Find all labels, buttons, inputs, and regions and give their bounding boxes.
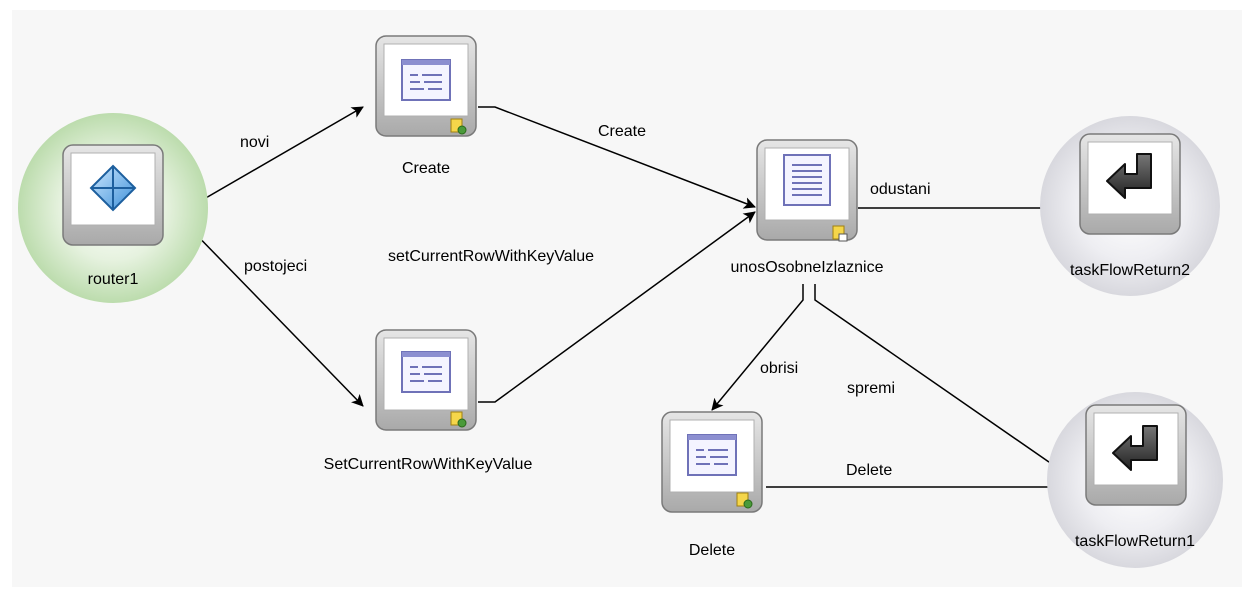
node-unos[interactable]: unosOsobneIzlaznice [731,139,884,276]
edge-label-odustani: odustani [870,181,931,198]
node-label-task-flow-return1: taskFlowReturn1 [1075,533,1195,550]
badge-icon [832,225,848,242]
edge-label-obrisi: obrisi [760,360,798,377]
node-label-router1: router1 [88,271,139,288]
edges [163,106,1086,493]
edge-spremi[interactable] [814,284,1086,488]
node-delete[interactable]: Delete [661,411,763,559]
edge-set-current-row[interactable] [478,211,756,403]
method-call-icon [401,351,451,393]
edge-label-delete: Delete [846,462,892,479]
method-call-icon [687,434,737,476]
diagram-background [12,10,1242,587]
node-task-flow-return2[interactable]: taskFlowReturn2 [1040,116,1220,296]
node-label-delete: Delete [689,542,735,559]
edge-label-set-current-row: setCurrentRowWithKeyValue [388,248,594,265]
edge-label-create: Create [598,123,646,140]
router-icon [89,164,137,212]
node-task-flow-return1[interactable]: taskFlowReturn1 [1047,392,1223,568]
node-set-current-row[interactable]: SetCurrentRowWithKeyValue [324,329,533,473]
page-icon [783,154,831,206]
node-label-set-current-row: SetCurrentRowWithKeyValue [324,456,533,473]
edge-label-postojeci: postojeci [244,258,307,275]
edge-labels: novi postojeci Create setCurrentRowWithK… [240,123,931,479]
edge-label-spremi: spremi [847,380,895,397]
edge-obrisi[interactable] [711,284,804,411]
node-label-unos: unosOsobneIzlaznice [731,259,884,276]
edge-create[interactable] [478,106,756,209]
node-router1[interactable]: router1 [18,113,208,303]
node-label-create: Create [402,160,450,177]
node-create[interactable]: Create [375,35,477,177]
edge-label-novi: novi [240,134,269,151]
node-label-task-flow-return2: taskFlowReturn2 [1070,262,1190,279]
method-call-icon [401,59,451,101]
